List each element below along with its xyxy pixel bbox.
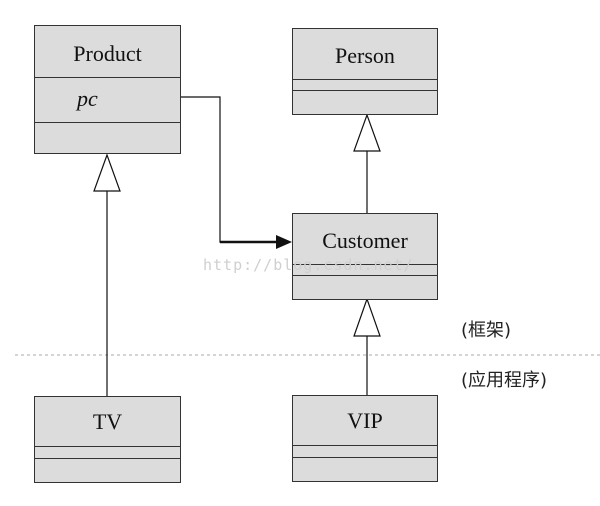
vip-operations-section xyxy=(293,457,437,481)
product-attribute-pc: pc xyxy=(77,86,98,111)
association-arrowhead xyxy=(276,235,292,249)
product-operations-section xyxy=(35,122,180,153)
customer-operations-section xyxy=(293,275,437,299)
product-class-name: Product xyxy=(73,41,142,66)
person-class: Person xyxy=(292,28,438,115)
tv-class-name: TV xyxy=(92,409,123,434)
tv-operations-section xyxy=(35,458,180,482)
framework-layer-label: (框架) xyxy=(461,320,512,341)
product-attributes-section: pc xyxy=(35,77,180,122)
application-layer-label: (应用程序) xyxy=(461,370,548,391)
inheritance-arrowhead-customer xyxy=(353,297,381,337)
person-attributes-section xyxy=(293,79,437,90)
tv-class: TV xyxy=(34,396,181,483)
customer-class: Customer xyxy=(292,213,438,300)
customer-attributes-section xyxy=(293,264,437,275)
vip-attributes-section xyxy=(293,445,437,457)
product-class: Product pc xyxy=(34,25,181,154)
tv-attributes-section xyxy=(35,446,180,458)
inheritance-arrowhead-person xyxy=(353,113,381,152)
person-class-name: Person xyxy=(335,43,395,68)
vip-class-name: VIP xyxy=(347,408,383,433)
person-operations-section xyxy=(293,90,437,114)
inheritance-arrowhead-product xyxy=(93,153,121,192)
vip-class: VIP xyxy=(292,395,438,482)
watermark: http://blog.csdn.net/ xyxy=(203,256,414,274)
customer-class-name: Customer xyxy=(322,228,408,253)
